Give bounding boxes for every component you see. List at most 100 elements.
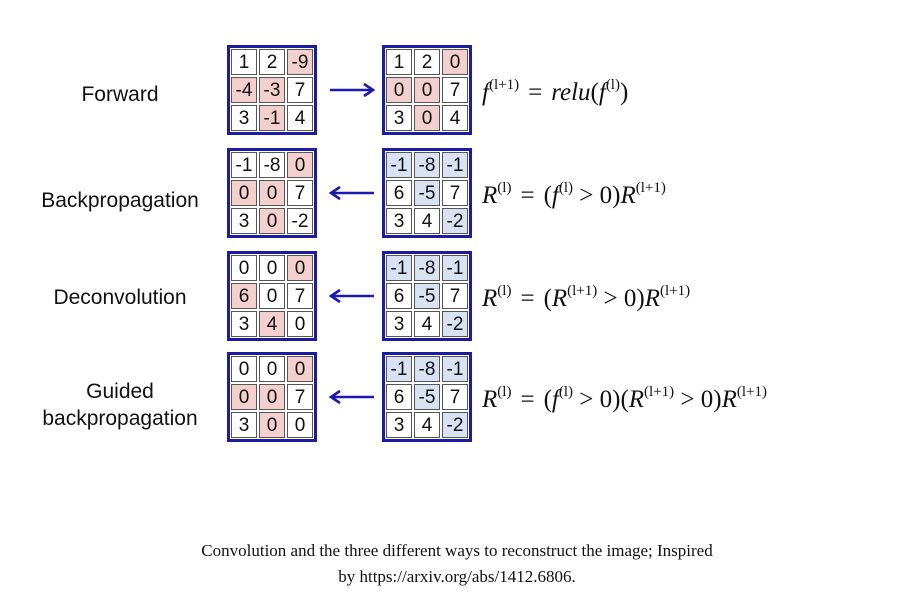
grid-cell: 0 xyxy=(259,384,285,410)
row-label-line: backpropagation xyxy=(42,407,198,430)
grid-cell: -9 xyxy=(287,49,313,75)
row-label-line: Guided xyxy=(86,380,154,403)
grid-cell: -1 xyxy=(386,152,412,178)
row-label-forward: Forward xyxy=(20,81,220,108)
grid-cell: 0 xyxy=(231,255,257,281)
grid-cell: 0 xyxy=(287,152,313,178)
caption-line-1: Convolution and the three different ways… xyxy=(201,541,713,560)
formula-operator: ) xyxy=(619,79,629,106)
formula-operator: > 0)( xyxy=(573,386,629,413)
grid-cell: 4 xyxy=(414,412,440,438)
grid-cell: -8 xyxy=(414,356,440,382)
grid-cell: 6 xyxy=(386,384,412,410)
grid-cell: 3 xyxy=(386,105,412,131)
grid-cell: 0 xyxy=(259,412,285,438)
grid-cell: 0 xyxy=(287,311,313,337)
grid-cell: 2 xyxy=(259,49,285,75)
guided-backpropagation-formula: R(l)=(f(l) > 0)(R(l+1) > 0)R(l+1) xyxy=(482,384,768,413)
backpropagation-arrow-left-icon xyxy=(328,185,374,201)
grid-cell: 2 xyxy=(414,49,440,75)
grid-cell: 0 xyxy=(414,77,440,103)
grid-cell: 3 xyxy=(386,311,412,337)
grid-cell: -8 xyxy=(414,255,440,281)
grid-cell: 0 xyxy=(259,180,285,206)
grid-cell: -1 xyxy=(442,356,468,382)
grid-cell: 3 xyxy=(231,412,257,438)
grid-cell: 7 xyxy=(442,180,468,206)
formula-variable: R xyxy=(620,182,636,209)
grid-cell: -8 xyxy=(414,152,440,178)
grid-cell: 3 xyxy=(231,208,257,234)
formula-superscript: (l+1) xyxy=(644,384,675,400)
formula-operator: ( xyxy=(543,386,552,413)
grid-cell: 3 xyxy=(231,311,257,337)
grid-cell: 4 xyxy=(442,105,468,131)
grid-cell: -1 xyxy=(442,152,468,178)
formula-variable: R xyxy=(628,386,645,413)
formula-operator: > 0) xyxy=(674,386,722,413)
row-label-line: Deconvolution xyxy=(53,285,187,309)
grid-cell: -5 xyxy=(414,384,440,410)
grid-cell: -8 xyxy=(259,152,285,178)
grid-cell: -2 xyxy=(442,311,468,337)
grid-cell: 4 xyxy=(414,208,440,234)
grid-cell: -1 xyxy=(386,255,412,281)
row-label-backpropagation: Backpropagation xyxy=(20,187,220,214)
grid-cell: -5 xyxy=(414,283,440,309)
grid-cell: 0 xyxy=(259,208,285,234)
formula-superscript: (l+1) xyxy=(660,283,691,299)
grid-cell: 6 xyxy=(231,283,257,309)
row-label-line: Forward xyxy=(81,82,159,106)
formula-superscript: (l+1) xyxy=(488,77,520,93)
formula-operator: ( xyxy=(590,79,599,106)
grid-cell: 7 xyxy=(287,283,313,309)
grid-cell: -1 xyxy=(442,255,468,281)
formula-superscript: (l) xyxy=(558,180,574,196)
formula-variable: R xyxy=(482,386,498,413)
formula-operator: ( xyxy=(543,285,552,312)
grid-cell: 6 xyxy=(386,180,412,206)
grid-cell: -2 xyxy=(442,412,468,438)
grid-cell: 4 xyxy=(414,311,440,337)
formula-variable: R xyxy=(721,386,737,413)
grid-cell: 3 xyxy=(386,208,412,234)
formula-superscript: (l) xyxy=(497,384,512,400)
grid-cell: 7 xyxy=(287,77,313,103)
grid-cell: 4 xyxy=(259,311,285,337)
grid-cell: 0 xyxy=(259,255,285,281)
grid-cell: 6 xyxy=(386,283,412,309)
grid-cell: -2 xyxy=(442,208,468,234)
formula-operator: = xyxy=(520,386,535,413)
forward-formula: f(l+1)=relu(f(l)) xyxy=(482,77,629,106)
grid-cell: 0 xyxy=(442,49,468,75)
grid-cell: 7 xyxy=(442,384,468,410)
formula-variable: f xyxy=(482,79,489,106)
formula-operator: = xyxy=(528,79,543,106)
formula-superscript: (l+1) xyxy=(567,283,598,299)
formula-variable: R xyxy=(551,285,568,312)
formula-superscript: (l+1) xyxy=(736,384,768,400)
grid-cell: 3 xyxy=(231,105,257,131)
formula-operator: = xyxy=(520,182,535,209)
grid-cell: 1 xyxy=(231,49,257,75)
grid-cell: 0 xyxy=(231,180,257,206)
grid-cell: 0 xyxy=(287,255,313,281)
grid-cell: 0 xyxy=(386,77,412,103)
formula-superscript: (l) xyxy=(497,180,512,196)
grid-cell: 4 xyxy=(287,105,313,131)
formula-variable: f xyxy=(551,386,559,413)
formula-variable: f xyxy=(551,182,559,209)
grid-cell: 0 xyxy=(259,356,285,382)
grid-cell: -1 xyxy=(259,105,285,131)
grid-cell: 0 xyxy=(231,356,257,382)
grid-cell: -4 xyxy=(231,77,257,103)
guided-backpropagation-arrow-left-icon xyxy=(328,389,374,405)
